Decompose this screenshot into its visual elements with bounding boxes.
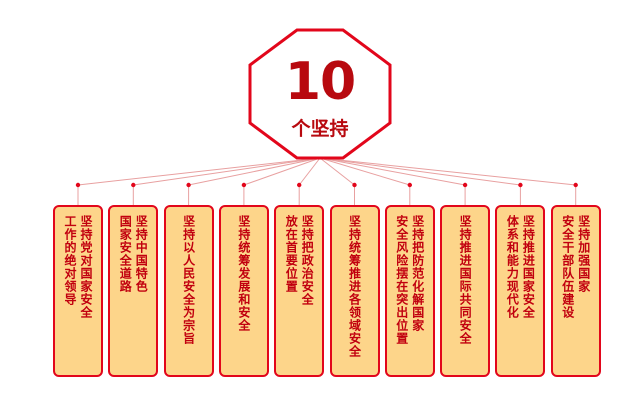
connector-line: [77, 157, 321, 186]
card-10: 坚持加强国家安全干部队伍建设: [550, 205, 601, 377]
card-text: 坚持统筹推进各领域安全: [347, 215, 362, 358]
card-text: 坚持把防范化解国家: [410, 215, 425, 332]
connector-dot: [518, 182, 523, 188]
hub-octagon: [248, 28, 392, 160]
card-text: 坚持以人民安全为宗旨: [181, 215, 196, 345]
card-2: 坚持中国特色国家安全道路: [108, 205, 159, 377]
card-5: 坚持把政治安全放在首要位置: [274, 205, 325, 377]
card-6: 坚持统筹推进各领域安全: [329, 205, 380, 377]
card-text: 坚持中国特色: [134, 215, 149, 293]
hub-number: 10: [284, 52, 356, 112]
connector-line: [243, 157, 321, 186]
card-text: 国家安全道路: [118, 215, 133, 293]
connector-dot: [462, 182, 468, 188]
connector-line: [188, 157, 321, 186]
hub-label: 个坚持: [291, 118, 349, 140]
connector-dot: [131, 182, 136, 188]
connector-dot: [75, 182, 81, 188]
card-text: 坚持推进国际共同安全: [458, 215, 473, 345]
card-text: 放在首要位置: [284, 215, 299, 293]
card-text: 安全风险摆在突出位置: [394, 215, 409, 345]
connector-line: [319, 157, 466, 186]
card-7: 坚持把防范化解国家安全风险摆在突出位置: [384, 205, 435, 377]
connector-dot: [407, 182, 412, 188]
connector-dot: [241, 182, 247, 188]
connector-dot: [186, 182, 191, 188]
connector-line: [319, 157, 576, 186]
connector-line: [319, 157, 521, 186]
card-text: 坚持党对国家安全: [79, 215, 93, 319]
connector-dot: [573, 182, 578, 188]
card-8: 坚持推进国际共同安全: [440, 205, 491, 377]
card-3: 坚持以人民安全为宗旨: [163, 205, 214, 377]
card-9: 坚持推进国家安全体系和能力现代化: [495, 205, 546, 377]
card-4: 坚持统筹发展和安全: [218, 205, 269, 377]
card-1: 坚持党对国家安全工作的绝对领导: [53, 205, 103, 377]
connector-lines: [75, 157, 578, 205]
connector-dot: [352, 182, 357, 188]
card-text: 安全干部队伍建设: [560, 215, 575, 319]
card-text: 坚持推进国家安全: [521, 215, 536, 319]
card-text: 坚持把政治安全: [300, 215, 315, 306]
card-text: 工作的绝对领导: [63, 215, 77, 306]
connector-line: [133, 157, 321, 186]
card-text: 坚持加强国家: [576, 215, 591, 293]
connector-line: [298, 157, 321, 186]
connector-dot: [297, 182, 302, 188]
card-text: 坚持统筹发展和安全: [236, 215, 251, 332]
connector-line: [319, 157, 355, 186]
connector-line: [319, 157, 410, 186]
card-text: 体系和能力现代化: [505, 215, 520, 319]
